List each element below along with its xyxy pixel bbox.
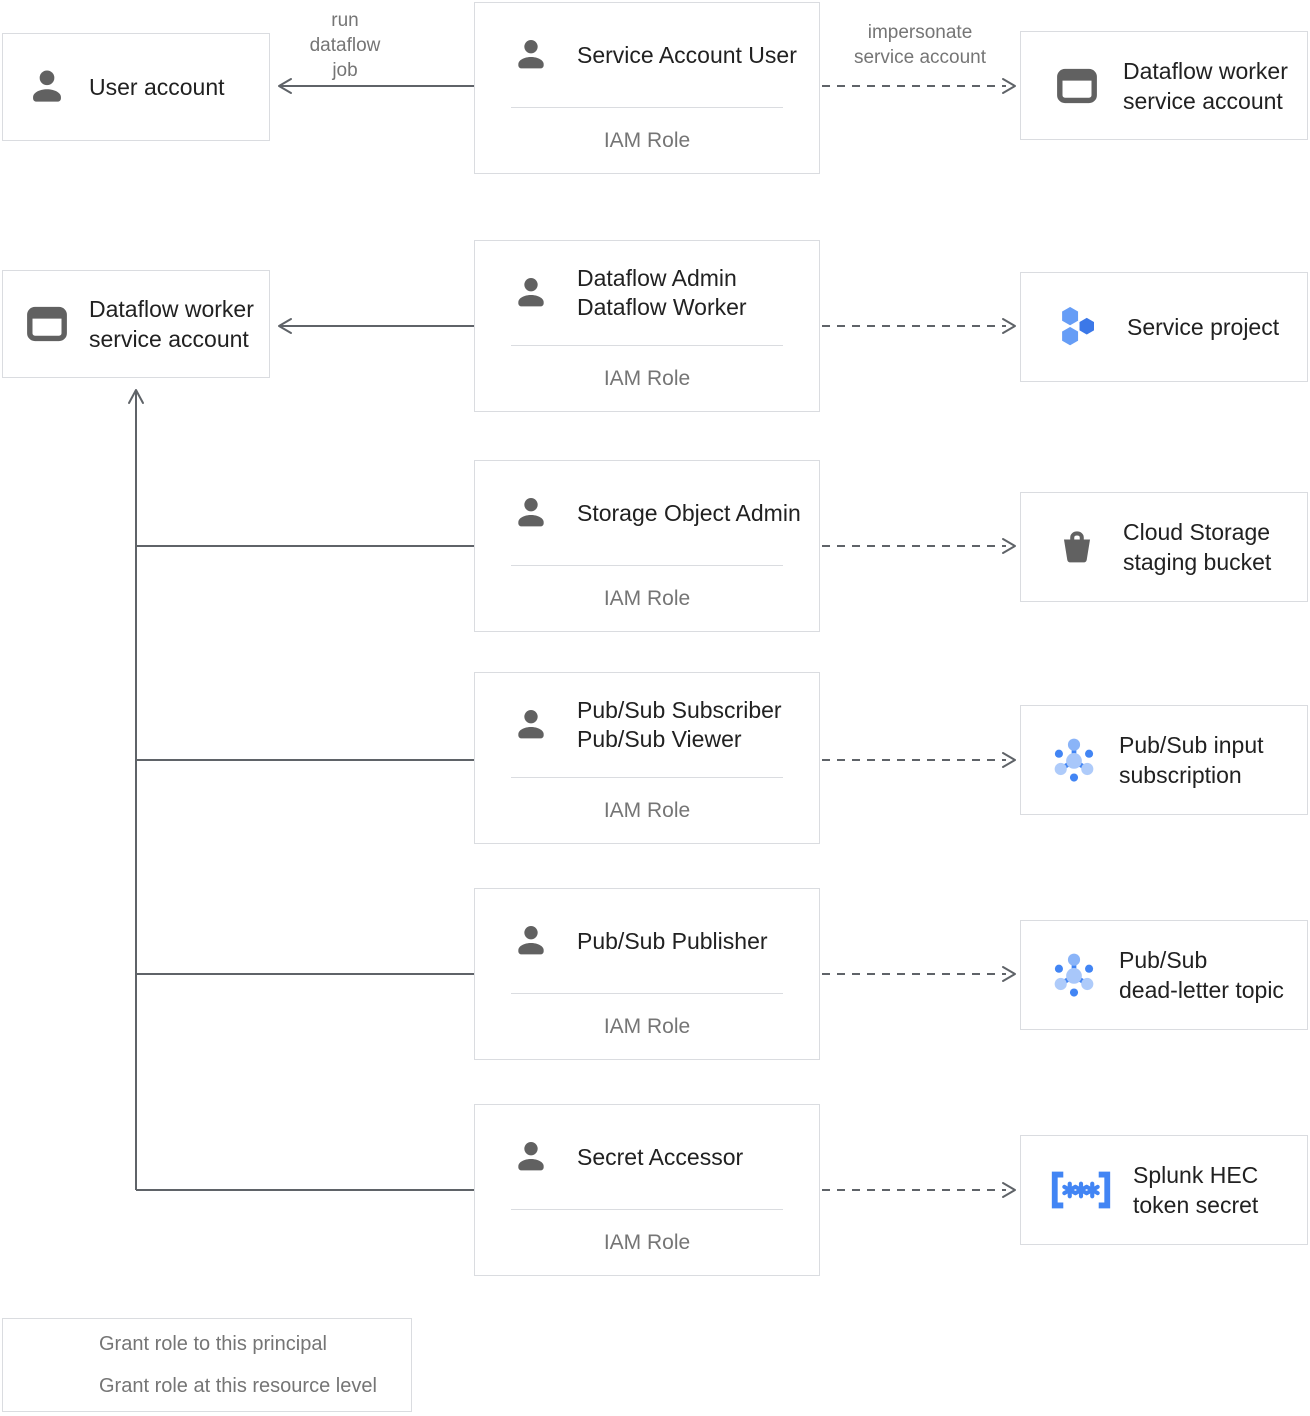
divider xyxy=(511,107,783,108)
arrowhead-right-row6 xyxy=(1002,1182,1016,1198)
role-box-storage-object-admin: Storage Object Admin IAM Role xyxy=(474,460,820,632)
node-label: Splunk HEC token secret xyxy=(1133,1162,1259,1218)
node-label: Dataflow worker service account xyxy=(1123,57,1288,114)
divider xyxy=(511,565,783,566)
role-subtitle: IAM Role xyxy=(603,1014,691,1038)
arrowhead-right-row5 xyxy=(1002,966,1016,982)
project-icon xyxy=(1053,302,1103,352)
node-dataflow-worker-sa-right: Dataflow worker service account xyxy=(1020,31,1308,140)
role-title: Dataflow Admin Dataflow Worker xyxy=(577,265,747,320)
divider xyxy=(511,1209,783,1210)
legend-dashed-label: Grant role at this resource level xyxy=(99,1375,377,1397)
node-user-account: User account xyxy=(2,33,270,141)
node-label: Cloud Storage staging bucket xyxy=(1123,519,1272,575)
role-box-pubsub-subscriber-viewer: Pub/Sub Subscriber Pub/Sub Viewer IAM Ro… xyxy=(474,672,820,844)
role-title: Pub/Sub Subscriber Pub/Sub Viewer xyxy=(577,697,782,752)
role-title: Pub/Sub Publisher xyxy=(577,927,768,954)
node-splunk-hec-token-secret: Splunk HEC token secret xyxy=(1020,1135,1308,1245)
role-subtitle: IAM Role xyxy=(603,366,691,390)
legend: Grant role to this principal Grant role … xyxy=(2,1318,412,1412)
node-pubsub-input-subscription: Pub/Sub input subscription xyxy=(1020,705,1308,815)
storage-bucket-icon xyxy=(1055,525,1099,569)
service-account-icon xyxy=(23,300,71,348)
edge-label-impersonate: impersonate service account xyxy=(853,22,986,68)
role-title: Storage Object Admin xyxy=(577,499,801,526)
divider xyxy=(511,993,783,994)
role-box-service-account-user: Service Account User IAM Role xyxy=(474,2,820,174)
service-account-icon xyxy=(1053,62,1101,110)
role-box-dataflow-admin-worker: Dataflow Admin Dataflow Worker IAM Role xyxy=(474,240,820,412)
node-service-project: Service project xyxy=(1020,272,1308,382)
role-box-pubsub-publisher: Pub/Sub Publisher IAM Role xyxy=(474,888,820,1060)
person-icon xyxy=(511,705,551,745)
person-icon xyxy=(25,65,69,109)
role-title: Service Account User xyxy=(577,41,797,68)
node-label: Dataflow worker service account xyxy=(89,296,254,352)
person-icon xyxy=(511,1137,551,1177)
person-icon xyxy=(511,493,551,533)
arrowhead-trunk-up xyxy=(128,389,144,404)
secret-icon xyxy=(1043,1165,1119,1215)
node-label: Service project xyxy=(1127,314,1280,340)
arrowhead-right-row3 xyxy=(1002,538,1016,554)
role-subtitle: IAM Role xyxy=(603,128,691,152)
arrowhead-right-row2 xyxy=(1002,318,1016,334)
person-icon xyxy=(511,921,551,961)
node-label: User account xyxy=(89,74,225,100)
node-label: Pub/Sub input subscription xyxy=(1119,732,1264,788)
arrowhead-right-row1 xyxy=(1002,78,1016,94)
person-icon xyxy=(511,35,551,75)
arrowhead-left-row2 xyxy=(278,318,292,334)
pubsub-icon xyxy=(1047,948,1101,1002)
node-pubsub-deadletter-topic: Pub/Sub dead-letter topic xyxy=(1020,920,1308,1030)
node-cloud-storage-bucket: Cloud Storage staging bucket xyxy=(1020,492,1308,602)
divider xyxy=(511,777,783,778)
role-subtitle: IAM Role xyxy=(603,1230,691,1254)
edge-label-run-dataflow-job: run dataflow job xyxy=(309,10,381,81)
legend-solid-label: Grant role to this principal xyxy=(99,1333,327,1355)
person-icon xyxy=(511,273,551,313)
role-subtitle: IAM Role xyxy=(603,798,691,822)
pubsub-icon xyxy=(1047,733,1101,787)
node-dataflow-worker-sa-left: Dataflow worker service account xyxy=(2,270,270,378)
role-title: Secret Accessor xyxy=(577,1143,744,1170)
divider xyxy=(511,345,783,346)
role-box-secret-accessor: Secret Accessor IAM Role xyxy=(474,1104,820,1276)
node-label: Pub/Sub dead-letter topic xyxy=(1119,947,1284,1003)
role-subtitle: IAM Role xyxy=(603,586,691,610)
arrowhead-right-row4 xyxy=(1002,752,1016,768)
